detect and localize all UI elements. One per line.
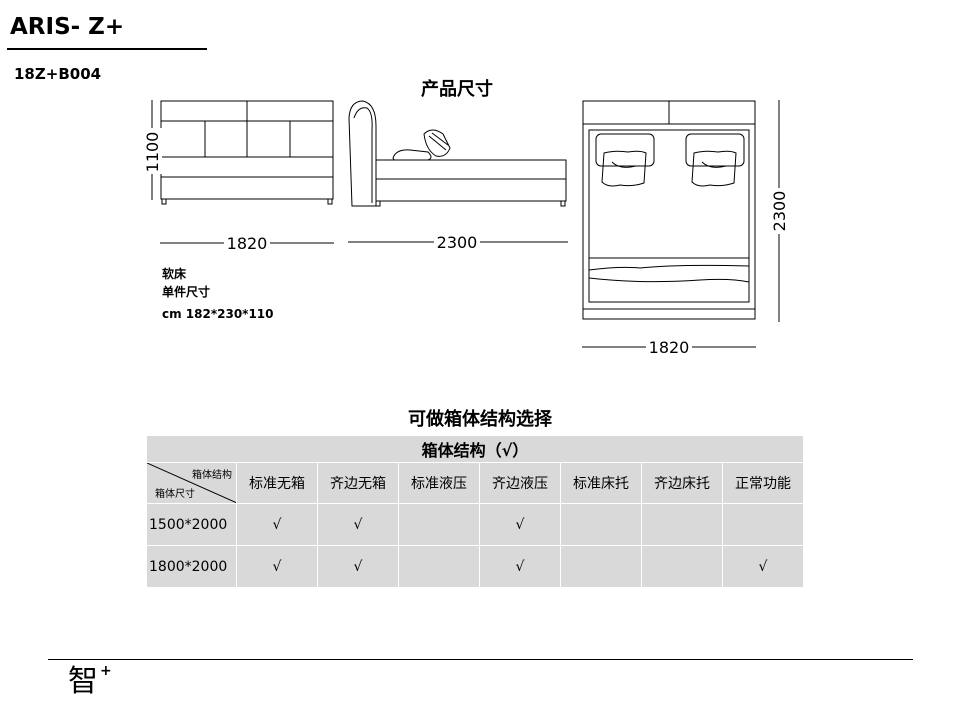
unit-size-label: 单件尺寸 bbox=[162, 285, 211, 299]
model-code: 18Z+B004 bbox=[14, 65, 102, 83]
table-cell: √ bbox=[479, 503, 561, 546]
front-width-label: 1820 bbox=[227, 234, 268, 253]
column-header: 标准床托 bbox=[560, 462, 642, 504]
top-width-label: 1820 bbox=[649, 338, 690, 357]
table-cell bbox=[398, 545, 480, 588]
table-cell bbox=[641, 545, 723, 588]
logo-plus: + bbox=[100, 663, 112, 679]
title-underline bbox=[7, 48, 207, 50]
table-cell bbox=[641, 503, 723, 546]
zhi-plus-logo-icon: 智 + bbox=[68, 663, 118, 705]
top-view-drawing bbox=[582, 100, 756, 320]
top-length-label: 2300 bbox=[770, 191, 789, 232]
table-cell bbox=[560, 545, 642, 588]
product-type: 软床 bbox=[162, 267, 187, 281]
front-view-drawing bbox=[160, 100, 334, 205]
top-length-dimension: 2300 bbox=[769, 100, 789, 322]
front-height-label: 1100 bbox=[143, 132, 162, 173]
bed-dimension-drawings: 1100 1820 2300 bbox=[142, 100, 789, 357]
table-cell: √ bbox=[479, 545, 561, 588]
unit-size-value: cm 182*230*110 bbox=[162, 307, 274, 321]
front-height-dimension: 1100 bbox=[142, 100, 162, 200]
row-size-cell: 1500*2000 bbox=[146, 503, 237, 546]
dimensions-heading: 产品尺寸 bbox=[421, 79, 493, 100]
column-header: 齐边床托 bbox=[641, 462, 723, 504]
table-cell bbox=[560, 503, 642, 546]
side-view-drawing bbox=[348, 100, 567, 207]
table-row: 1800*2000 √ √ √ √ bbox=[146, 545, 804, 588]
table-row: 1500*2000 √ √ √ bbox=[146, 503, 804, 546]
table-header-row: 箱体结构 箱体尺寸 标准无箱 齐边无箱 标准液压 齐边液压 标准床托 齐边床托 … bbox=[146, 462, 804, 504]
top-width-dimension: 1820 bbox=[582, 338, 756, 357]
table-cell: √ bbox=[236, 503, 318, 546]
table-banner: 箱体结构（√） bbox=[146, 435, 804, 463]
logo-glyph: 智 bbox=[68, 664, 98, 699]
column-header: 标准无箱 bbox=[236, 462, 318, 504]
table-cell bbox=[398, 503, 480, 546]
options-table-heading: 可做箱体结构选择 bbox=[408, 409, 552, 430]
box-structure-table: 箱体结构（√） 箱体结构 箱体尺寸 标准无箱 齐边无箱 标准液压 齐边液压 标准… bbox=[146, 435, 804, 588]
column-header: 齐边无箱 bbox=[317, 462, 399, 504]
page-title: ARIS- Z+ bbox=[10, 14, 125, 40]
side-length-label: 2300 bbox=[437, 233, 478, 252]
column-header: 齐边液压 bbox=[479, 462, 561, 504]
row-size-cell: 1800*2000 bbox=[146, 545, 237, 588]
corner-bottom-label: 箱体尺寸 bbox=[155, 489, 195, 500]
front-width-dimension: 1820 bbox=[160, 234, 334, 253]
footer-divider bbox=[48, 659, 913, 660]
side-length-dimension: 2300 bbox=[348, 233, 568, 252]
table-cell bbox=[722, 503, 804, 546]
table-cell: √ bbox=[236, 545, 318, 588]
table-cell: √ bbox=[722, 545, 804, 588]
table-cell: √ bbox=[317, 545, 399, 588]
table-cell: √ bbox=[317, 503, 399, 546]
column-header: 标准液压 bbox=[398, 462, 480, 504]
column-header: 正常功能 bbox=[722, 462, 804, 504]
table-corner-cell: 箱体结构 箱体尺寸 bbox=[146, 462, 237, 504]
corner-top-label: 箱体结构 bbox=[192, 470, 232, 481]
